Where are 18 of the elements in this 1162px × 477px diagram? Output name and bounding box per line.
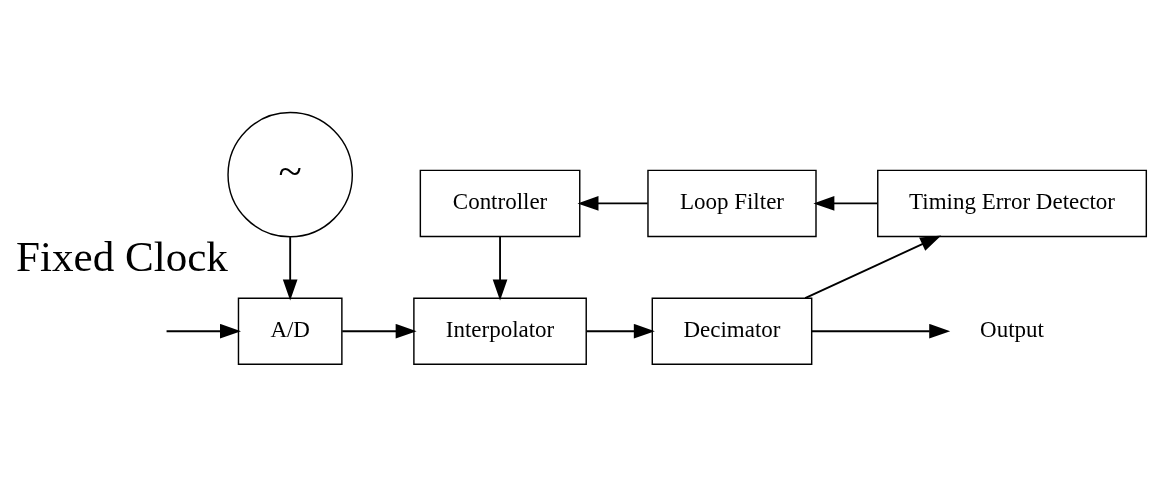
arrow <box>341 323 417 339</box>
arrow <box>492 235 508 301</box>
node-box: Controller <box>419 169 581 238</box>
arrow <box>577 196 649 211</box>
node-text: Output <box>980 316 1044 342</box>
arrow <box>282 236 298 301</box>
arrow <box>165 323 241 339</box>
node-box: Timing Error Detector <box>877 169 1148 238</box>
arrow <box>813 196 879 211</box>
arrow <box>804 235 942 300</box>
arrow <box>585 323 655 339</box>
node-box: A/D <box>237 297 343 365</box>
node-box: Loop Filter <box>647 169 817 238</box>
node-box: Decimator <box>651 297 813 365</box>
node-circle: ~ <box>227 111 354 238</box>
arrow <box>810 323 951 339</box>
node-label: Fixed Clock <box>16 233 228 281</box>
node-box: Interpolator <box>413 297 587 365</box>
